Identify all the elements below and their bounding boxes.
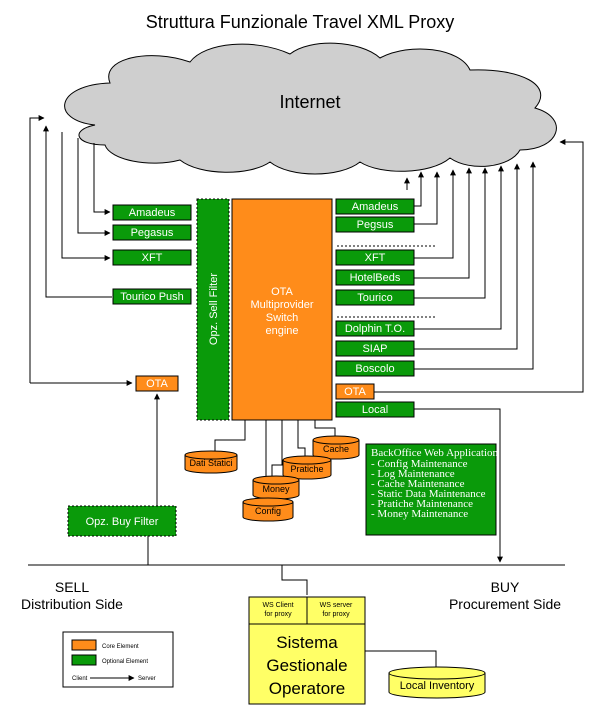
buy-label: BUY <box>491 579 520 595</box>
right-provider-hotelbeds: HotelBeds <box>335 269 415 286</box>
right-provider-xft: XFT <box>335 249 415 266</box>
left-provider-pegasus: Pegasus <box>112 224 192 241</box>
svg-text:for proxy: for proxy <box>264 611 292 618</box>
diagram-title: Struttura Funzionale Travel XML Proxy <box>146 12 454 32</box>
left-connectors <box>29 115 133 386</box>
db-money: Money <box>252 475 300 500</box>
svg-text:Multiprovider: Multiprovider <box>251 299 314 311</box>
buy-sublabel: Procurement Side <box>449 596 561 612</box>
legend-optional-swatch <box>71 654 97 666</box>
legend: Core Element Optional Element Client Ser… <box>62 631 174 688</box>
right-provider-boscolo: Boscolo <box>335 360 415 377</box>
svg-text:Sistema: Sistema <box>276 633 338 652</box>
left-provider-xft: XFT <box>112 249 192 266</box>
svg-text:Opz. Sell Filter: Opz. Sell Filter <box>208 273 220 345</box>
buy-filter: Opz. Buy Filter <box>67 505 177 537</box>
inventory-connector <box>365 650 437 668</box>
legend-server-label: Server <box>138 676 156 682</box>
svg-text:- Money Maintenance: - Money Maintenance <box>371 508 468 520</box>
svg-text:OTA: OTA <box>146 378 168 390</box>
svg-text:SIAP: SIAP <box>362 343 387 355</box>
local-box: Local <box>335 401 415 418</box>
svg-text:engine: engine <box>265 325 298 337</box>
right-provider-siap: SIAP <box>335 340 415 357</box>
db-cache: Cache <box>312 435 360 460</box>
db-dati-statici: Dati Statici <box>184 450 238 474</box>
svg-text:- Pratiche Maintenance: - Pratiche Maintenance <box>371 498 473 510</box>
left-provider-tourico-push: Tourico Push <box>112 288 192 305</box>
ota-engine: OTA Multiprovider Switch engine <box>231 198 333 421</box>
svg-text:BackOffice Web Application: BackOffice Web Application <box>371 447 499 459</box>
right-provider-tourico: Tourico <box>335 289 415 306</box>
db-local-inventory: Local Inventory <box>388 666 486 699</box>
svg-text:Gestionale: Gestionale <box>266 656 347 675</box>
svg-text:WS server: WS server <box>320 602 353 609</box>
right-provider-dolphin: Dolphin T.O. <box>335 320 415 337</box>
svg-text:Amadeus: Amadeus <box>352 201 399 213</box>
svg-text:Tourico Push: Tourico Push <box>120 291 184 303</box>
svg-text:- Config Maintenance: - Config Maintenance <box>371 458 468 470</box>
svg-text:Pegsus: Pegsus <box>357 219 394 231</box>
cloud-label: Internet <box>279 92 340 112</box>
sell-filter: Opz. Sell Filter <box>196 198 230 421</box>
svg-text:for proxy: for proxy <box>322 611 350 618</box>
svg-text:Dolphin T.O.: Dolphin T.O. <box>345 323 405 335</box>
svg-text:Switch: Switch <box>266 312 298 324</box>
ws-server-box: WS server for proxy <box>306 596 366 625</box>
svg-text:Cache: Cache <box>323 444 349 454</box>
bus-line <box>28 536 565 595</box>
svg-text:Money: Money <box>262 484 290 494</box>
ws-client-box: WS Client for proxy <box>248 596 308 625</box>
db-config: Config <box>242 497 294 522</box>
ota-right-box: OTA <box>335 383 375 400</box>
svg-text:Operatore: Operatore <box>269 679 346 698</box>
svg-text:Pratiche: Pratiche <box>290 464 323 474</box>
svg-text:XFT: XFT <box>365 252 386 264</box>
svg-text:OTA: OTA <box>344 386 366 398</box>
svg-text:XFT: XFT <box>142 252 163 264</box>
svg-text:Dati Statici: Dati Statici <box>189 458 232 468</box>
svg-text:- Static Data Maintenance: - Static Data Maintenance <box>371 488 486 500</box>
right-connectors <box>374 139 584 563</box>
dashed-separators <box>337 245 437 318</box>
svg-text:- Cache Maintenance: - Cache Maintenance <box>371 478 465 490</box>
legend-client-label: Client <box>72 676 88 682</box>
svg-text:Boscolo: Boscolo <box>355 363 394 375</box>
svg-text:Config: Config <box>255 506 281 516</box>
legend-optional-label: Optional Element <box>102 659 148 665</box>
svg-text:Pegasus: Pegasus <box>131 227 174 239</box>
backoffice-box: BackOffice Web Application - Config Main… <box>365 443 499 536</box>
sistema-gestionale-box: Sistema Gestionale Operatore <box>248 623 366 705</box>
left-provider-amadeus: Amadeus <box>112 204 192 221</box>
svg-text:Local: Local <box>362 404 388 416</box>
sell-label: SELL <box>55 579 89 595</box>
sell-sublabel: Distribution Side <box>21 596 123 612</box>
right-provider-pegsus: Pegsus <box>335 216 415 233</box>
db-pratiche: Pratiche <box>282 455 332 480</box>
ota-left-box: OTA <box>135 375 179 392</box>
svg-text:OTA: OTA <box>271 286 293 298</box>
svg-text:Local Inventory: Local Inventory <box>400 680 475 692</box>
svg-text:Amadeus: Amadeus <box>129 207 176 219</box>
svg-text:WS Client: WS Client <box>262 602 293 609</box>
svg-text:Opz. Buy Filter: Opz. Buy Filter <box>86 516 159 528</box>
right-provider-amadeus: Amadeus <box>335 198 415 215</box>
svg-text:- Log Maintenance: - Log Maintenance <box>371 468 455 480</box>
internet-cloud: Internet <box>64 42 557 175</box>
legend-core-label: Core Element <box>102 644 139 650</box>
svg-text:HotelBeds: HotelBeds <box>350 272 401 284</box>
legend-core-swatch <box>71 639 97 651</box>
svg-text:Tourico: Tourico <box>357 292 392 304</box>
